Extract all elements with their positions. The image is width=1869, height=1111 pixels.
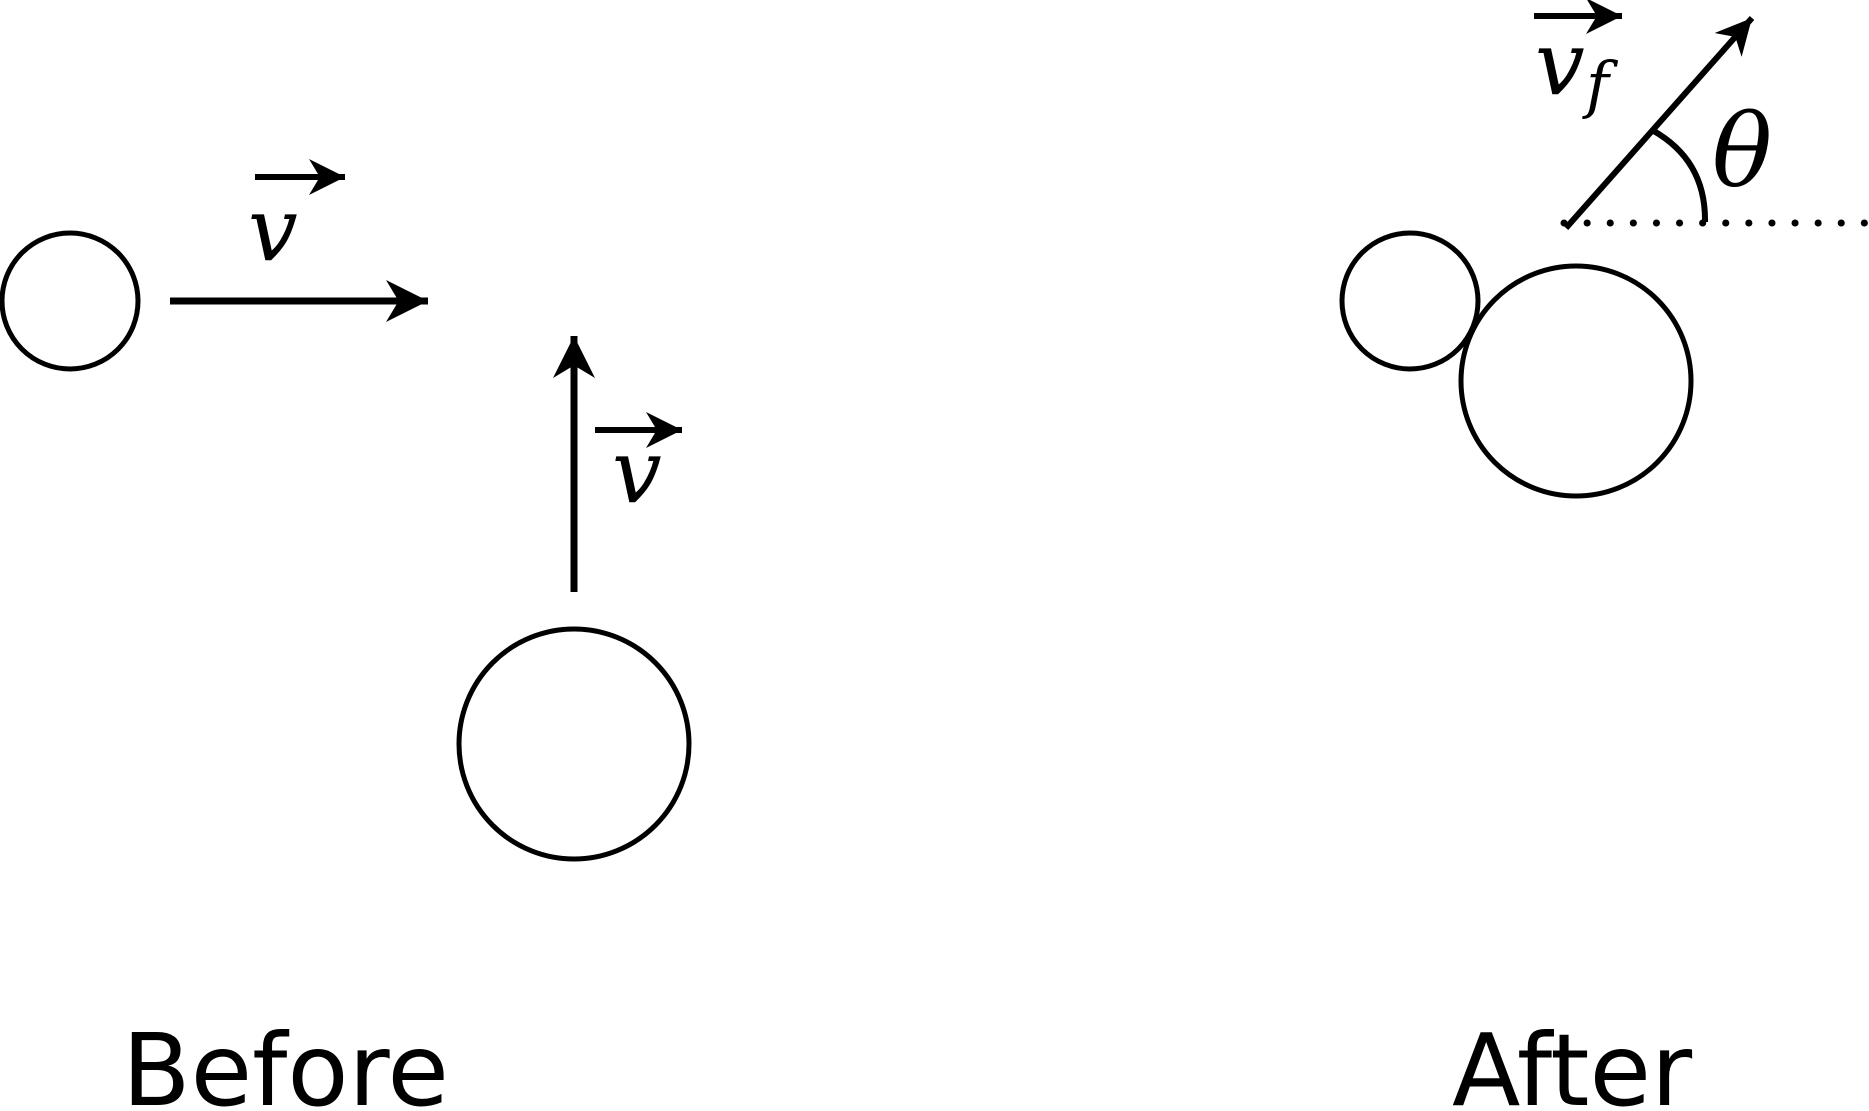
angle-symbol: θ — [1712, 93, 1772, 210]
after-panel: v f θ After — [1339, 0, 1869, 1111]
velocity-label-up: v — [595, 412, 682, 523]
final-velocity-symbol: v — [1535, 12, 1585, 115]
before-panel: v v Before — [0, 159, 692, 1111]
final-velocity-arrow — [1563, 16, 1755, 230]
small-ball-before — [0, 230, 141, 372]
large-ball-before — [456, 626, 692, 862]
velocity-symbol: v — [612, 420, 662, 523]
velocity-symbol: v — [248, 178, 298, 281]
large-ball-after — [1458, 263, 1694, 499]
small-ball-after — [1339, 230, 1481, 372]
after-caption: After — [1452, 1012, 1693, 1111]
final-velocity-label: v f — [1534, 0, 1622, 121]
angle-arc — [1650, 127, 1709, 223]
velocity-label-right: v — [248, 159, 345, 281]
before-caption: Before — [122, 1012, 449, 1111]
final-velocity-subscript: f — [1582, 48, 1619, 121]
